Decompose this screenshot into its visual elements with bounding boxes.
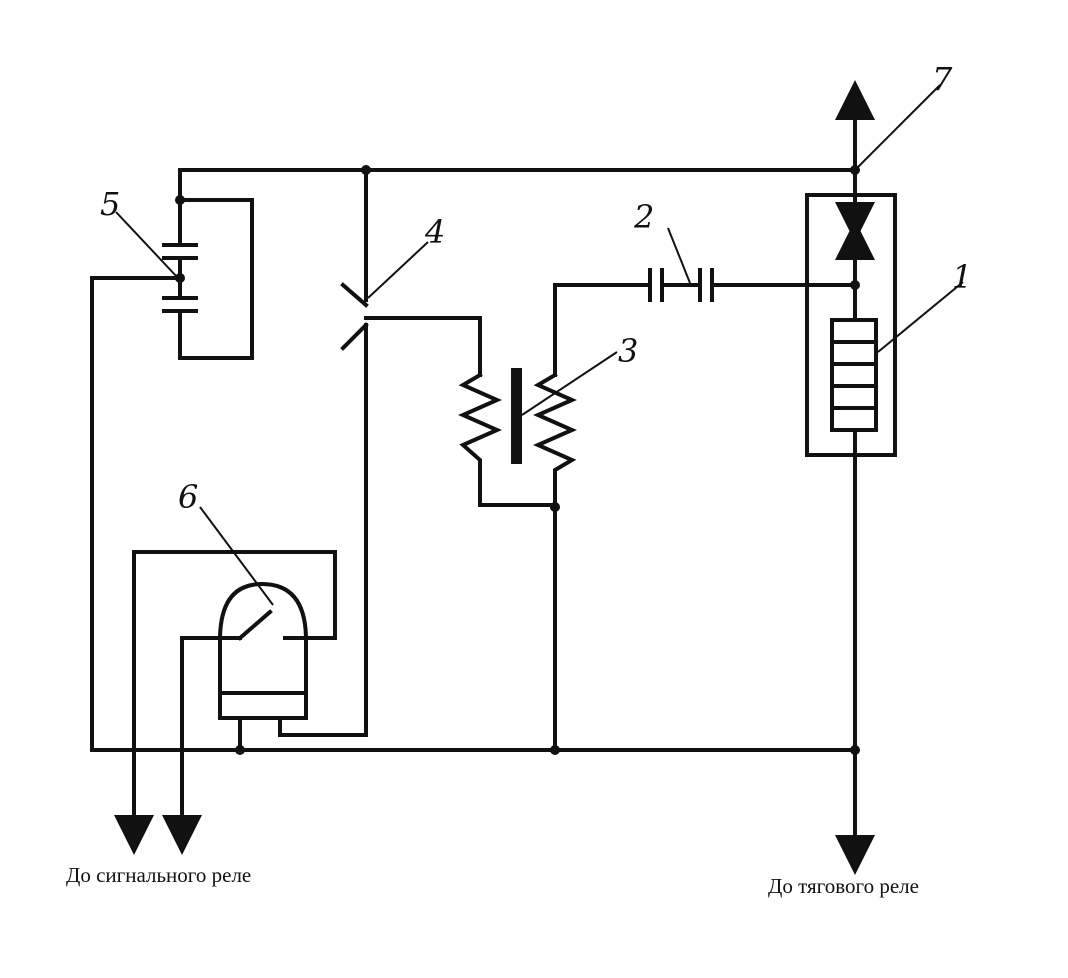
top-bus-wire <box>178 168 857 202</box>
label-1: 1 <box>952 258 972 296</box>
capacitor-assembly-5 <box>90 195 254 752</box>
relay-6 <box>114 550 337 855</box>
label-6: 6 <box>178 478 198 516</box>
leader-lines <box>115 84 964 606</box>
arrester-1 <box>805 165 897 755</box>
label-7: 7 <box>932 60 953 98</box>
label-4: 4 <box>424 213 445 251</box>
capacitor-2 <box>648 268 860 302</box>
caption-signal-relay: До сигнального реле <box>66 863 251 887</box>
switch-4 <box>278 165 482 737</box>
label-2: 2 <box>633 198 654 236</box>
caption-traction-relay: До тягового реле <box>768 874 919 898</box>
label-3: 3 <box>618 332 638 370</box>
label-5: 5 <box>100 185 120 223</box>
transformer-3 <box>458 283 650 755</box>
